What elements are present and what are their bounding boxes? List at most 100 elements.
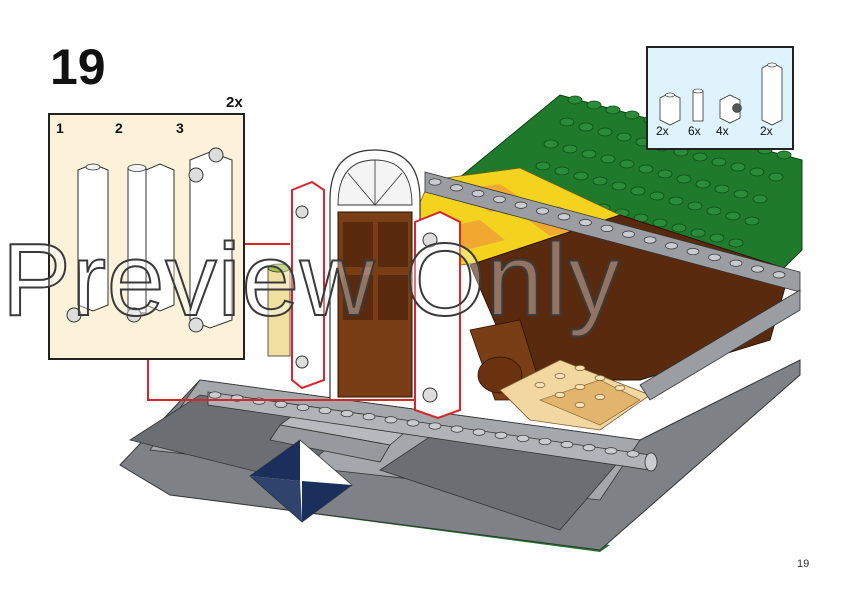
gray-stud [557,213,571,221]
green-stud [749,167,765,177]
gray-stud [772,271,786,279]
green-stud [714,184,730,194]
green-stud [668,196,684,206]
gray-stud [686,248,700,256]
gray-stud [582,444,596,452]
tan-stud [594,375,606,381]
green-stud [649,191,665,201]
round-brick-1x1-white-icon [692,88,704,122]
green-stud [671,223,687,233]
tan-stud [534,382,546,388]
green-stud [567,95,583,105]
gray-stud [665,242,678,250]
gray-stud [406,419,420,427]
gray-stud [252,397,266,405]
green-stud [630,186,646,196]
gray-stud [516,434,530,442]
gray-stud [493,195,506,203]
green-stud [581,149,597,159]
sub-assembly-illustration [66,147,233,333]
drain-detail [644,452,658,472]
gray-stud [643,236,657,244]
gray-stud [560,441,574,449]
part-quantity-1: 2x [656,124,669,138]
green-stud [559,117,575,127]
part-quantity-2: 6x [688,124,701,138]
green-stud [733,189,749,199]
green-stud [730,162,746,172]
green-stud [624,110,640,120]
sub-step-label-2: 2 [115,120,123,136]
gray-stud [536,207,549,215]
green-stud [605,105,621,115]
tan-stud [594,394,606,400]
gray-stud [600,224,614,232]
step-number: 19 [50,39,106,95]
sub-assembly-multiplier: 2x [226,94,243,111]
green-stud [687,201,703,211]
part-quantity-4: 2x [760,124,773,138]
new-pillar-left [291,180,325,390]
gray-stud [729,259,743,267]
clip-brick-1x1-white-icon [719,94,742,124]
parts-list-box [646,46,794,150]
green-stud [611,181,627,191]
tan-stud [554,373,566,379]
new-pillar-right [414,210,461,420]
green-stud [768,172,784,182]
gray-stud [450,184,463,192]
tan-plates [499,359,651,431]
green-stud [562,144,578,154]
green-stud [657,169,673,179]
green-stud [586,100,602,110]
gray-stud [622,230,635,238]
parts-list-illustration [659,62,783,126]
green-stud [592,176,608,186]
green-stud [619,159,635,169]
gray-stud [472,428,486,436]
green-stud [711,157,727,167]
navy-diamond-tile [249,439,353,523]
gray-stud [384,416,398,424]
brick-1x1x3-white-icon [761,62,783,126]
green-stud [776,150,792,160]
green-stud [725,211,741,221]
preview-watermark: Preview Only [1,222,621,337]
gray-stud [274,400,288,408]
part-quantity-3: 4x [716,124,729,138]
gray-stud [538,437,552,446]
green-stud [535,161,551,171]
green-stud [616,132,632,142]
gray-wall-border [207,171,801,471]
tan-stud [574,384,586,390]
gray-stud [751,265,764,273]
gray-stud [428,178,442,186]
green-stud [573,171,589,181]
green-stud [578,122,594,132]
gray-stud [626,450,640,458]
tan-stud [574,402,586,408]
gray-stud [428,422,442,430]
green-stud [676,174,692,184]
tan-stud [614,385,626,391]
sub-assembly-box [48,113,245,360]
gray-stud [579,219,592,227]
stacked-cylinders [267,263,291,357]
green-stud [652,218,668,228]
gray-stud [362,413,376,421]
gray-stud [340,410,354,418]
green-stud [600,154,616,164]
gray-stud [208,391,222,399]
green-stud [728,238,744,248]
sub-step-1-parts [66,163,109,323]
gray-stud [318,406,332,415]
gray-stud [514,201,528,209]
green-stud [709,233,725,243]
green-stud [692,152,708,162]
green-stud [752,194,768,204]
sub-step-label-1: 1 [56,120,64,136]
gray-stud [604,447,618,455]
door-assembly [329,149,421,401]
